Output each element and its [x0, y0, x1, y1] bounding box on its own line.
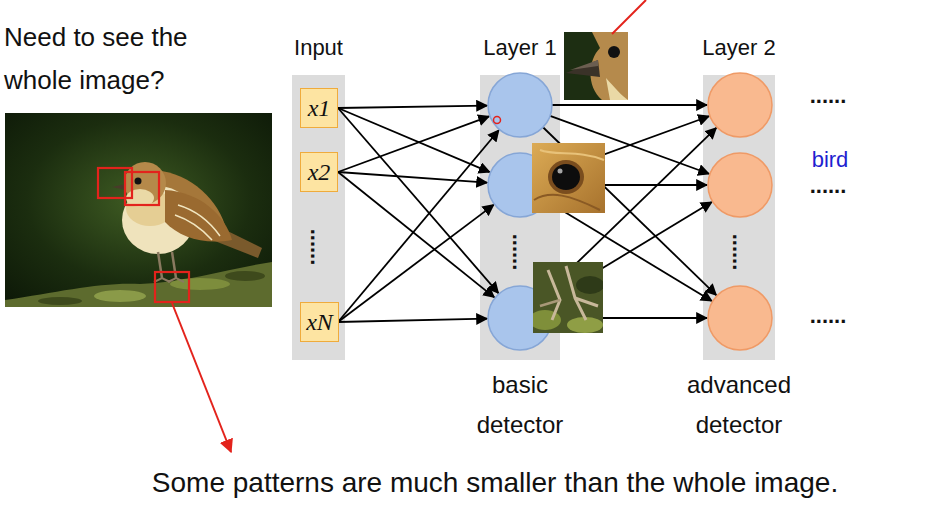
beak-patch	[564, 32, 628, 100]
input-label: x1	[308, 95, 331, 121]
bird-photo	[154, 278, 184, 282]
beak-patch	[570, 60, 598, 70]
input-label-wrap: xN	[306, 308, 333, 336]
red-dot	[494, 117, 501, 124]
ellipsis-dots: ......	[306, 229, 331, 266]
band-footer-wrap: basic detector	[455, 365, 585, 445]
weight-arrow	[552, 104, 707, 106]
bird-photo	[225, 271, 265, 281]
bird-photo	[175, 215, 212, 240]
bird-photo	[158, 252, 162, 278]
eye-patch	[532, 143, 605, 213]
weight-arrow	[338, 130, 499, 322]
band-heading-wrap: Input	[294, 35, 343, 61]
weight-arrow	[338, 108, 498, 293]
band-heading: Layer 2	[702, 35, 775, 60]
weight-arrow	[338, 319, 487, 322]
weight-arrow	[338, 106, 487, 108]
eye-patch	[534, 195, 600, 210]
ellipsis-dots: ......	[508, 234, 533, 271]
bird-photo	[5, 113, 272, 307]
input-label: x2	[308, 159, 331, 185]
beak-patch	[564, 32, 628, 100]
caption-block: Some patterns are much smaller than the …	[30, 466, 941, 500]
band-heading-wrap: Layer 1	[483, 35, 556, 61]
bird-photo	[135, 178, 142, 185]
bird-photo	[178, 205, 220, 236]
claw-patch	[548, 270, 560, 320]
ellipsis-dots: ......	[810, 83, 847, 109]
output-label: bird	[812, 147, 849, 172]
bird-photo	[5, 113, 272, 307]
eye-patch	[548, 160, 584, 194]
layer-band: Layer 2advanced detector	[703, 75, 775, 360]
title: Need to see the whole image?	[4, 22, 188, 95]
bird-photo	[5, 262, 272, 307]
input-box: xN	[300, 302, 339, 342]
weight-arrow	[338, 108, 490, 172]
bird-photo	[172, 252, 176, 278]
weight-arrow	[338, 205, 494, 322]
bird-photo	[38, 297, 82, 305]
input-box: x2	[300, 152, 338, 192]
neuron-circle	[488, 73, 772, 350]
ellipsis-dots: ......	[810, 303, 847, 329]
neuron-circle	[488, 73, 552, 137]
claw-patch	[533, 262, 603, 333]
eye-patch	[558, 169, 563, 174]
ellipsis-dots: ......	[305, 229, 331, 266]
band-heading-wrap: Layer 2	[702, 35, 775, 61]
layer-band-fill	[292, 75, 345, 360]
claw-patch	[533, 310, 561, 330]
eye-patch	[540, 150, 604, 160]
claw-patch	[566, 266, 586, 320]
input-label: xN	[306, 309, 333, 335]
claw-patch	[576, 276, 603, 294]
beak-patch	[566, 60, 600, 77]
red-frame	[155, 272, 189, 302]
neuron-circle	[708, 153, 772, 217]
claw-patch	[540, 300, 560, 306]
ellipsis-dots: ......	[728, 234, 753, 271]
output-label: bird	[812, 147, 849, 173]
caption: Some patterns are much smaller than the …	[152, 467, 838, 498]
ellipsis-dots: ......	[810, 83, 847, 108]
beak-patch	[608, 46, 620, 58]
ellipsis-dots: ......	[810, 173, 847, 198]
title-block: Need to see the whole image?	[4, 16, 249, 102]
band-heading: Input	[294, 35, 343, 60]
bird-photo	[94, 290, 146, 302]
weight-arrow	[338, 116, 489, 172]
band-footer: basic detector	[477, 371, 564, 438]
ellipsis-dots: ......	[810, 173, 847, 199]
bird-photo	[165, 190, 232, 242]
layer-band: x1x2xNInput	[292, 75, 345, 360]
red-pointer	[172, 303, 231, 452]
red-frame	[98, 168, 189, 302]
input-box: x1	[300, 88, 338, 128]
beak-patch	[606, 78, 628, 100]
ellipsis-dots: ......	[507, 234, 533, 271]
weight-arrow	[338, 172, 494, 297]
red-frame	[125, 172, 159, 205]
ellipsis-dots: ......	[727, 234, 753, 271]
band-heading: Layer 1	[483, 35, 556, 60]
ellipsis-dots: ......	[810, 303, 847, 328]
neuron-circle	[708, 286, 772, 350]
eye-patch	[552, 164, 580, 190]
band-footer: advanced detector	[687, 371, 791, 438]
red-pointer	[612, 0, 646, 34]
weight-arrow	[338, 172, 487, 183]
neuron-circle	[708, 73, 772, 137]
claw-patch	[575, 298, 598, 306]
layer-band: Layer 1basic detector	[480, 75, 560, 360]
eye-patch	[532, 143, 605, 213]
input-label-wrap: x2	[308, 158, 331, 186]
input-label-wrap: x1	[308, 94, 331, 122]
band-footer-wrap: advanced detector	[654, 365, 824, 445]
